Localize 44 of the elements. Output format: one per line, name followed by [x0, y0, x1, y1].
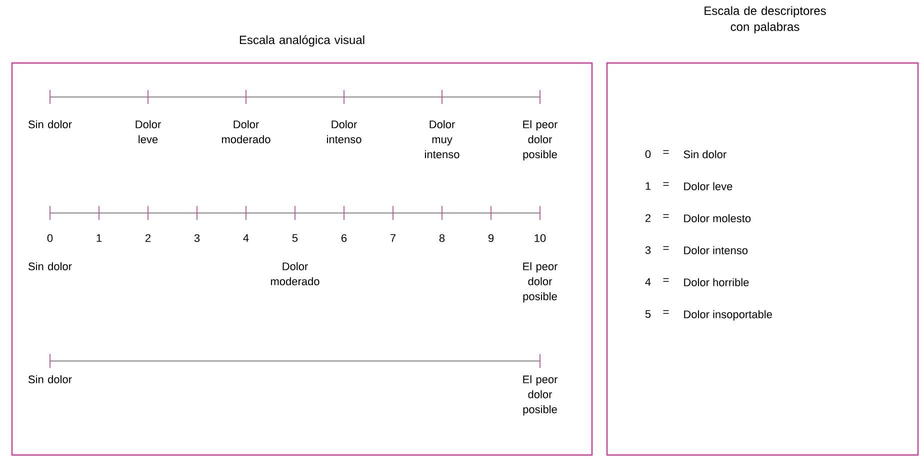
scale-label: Dolor moderado [222, 120, 270, 144]
scale-label: Dolor horrible [684, 278, 749, 286]
scale-label: 10 [534, 234, 546, 242]
panel-heading: Escala de descriptores con palabras [704, 6, 826, 34]
scale-label: = [663, 150, 669, 154]
panel-heading: Escala analógica visual [240, 35, 364, 47]
scale-label: Sin dolor [28, 375, 72, 384]
scale-label: 4 [243, 234, 249, 242]
scale-label: El peor dolor posible [523, 262, 558, 302]
scale-label: Sin dolor [684, 150, 726, 158]
panel-box [606, 62, 919, 456]
scale-label: El peor dolor posible [523, 375, 558, 416]
scale-label: 8 [439, 234, 445, 242]
scale-label: 5 [292, 234, 298, 242]
scale-label: 0 [645, 150, 651, 158]
scale-label: Dolor moderado [270, 262, 320, 286]
scale-label: = [663, 246, 669, 250]
scale-label: Sin dolor [28, 262, 72, 270]
scale-label: 3 [645, 246, 651, 254]
scale-label: Sin dolor [28, 120, 72, 128]
scale-label: 7 [390, 234, 396, 242]
scale-label: 4 [645, 278, 651, 286]
scale-label: 3 [194, 234, 200, 242]
scale-label: El peor dolor posible [523, 120, 558, 160]
scale-label: Dolor leve [136, 120, 161, 144]
scale-label: 6 [342, 234, 347, 242]
scale-label: Dolor molesto [684, 214, 751, 222]
scale-label: 1 [646, 182, 651, 190]
scale-label: = [663, 214, 669, 218]
panel-box [11, 62, 593, 456]
scale-label: 0 [47, 234, 53, 242]
scale-label: = [663, 278, 669, 282]
scale-label: Dolor muy intenso [425, 120, 460, 158]
scale-label: Dolor intenso [684, 246, 748, 254]
scale-label: 2 [646, 214, 651, 222]
scale-label: Dolor insoportable [684, 310, 772, 320]
scale-label: = [663, 310, 669, 314]
scale-label: Dolor leve [684, 182, 732, 190]
scale-label: 5 [645, 310, 651, 318]
scale-label: = [663, 182, 669, 186]
scale-label: Dolor intenso [327, 120, 362, 144]
scale-label: 9 [488, 234, 494, 242]
scale-label: 1 [96, 234, 102, 242]
scale-label: 2 [146, 234, 151, 242]
